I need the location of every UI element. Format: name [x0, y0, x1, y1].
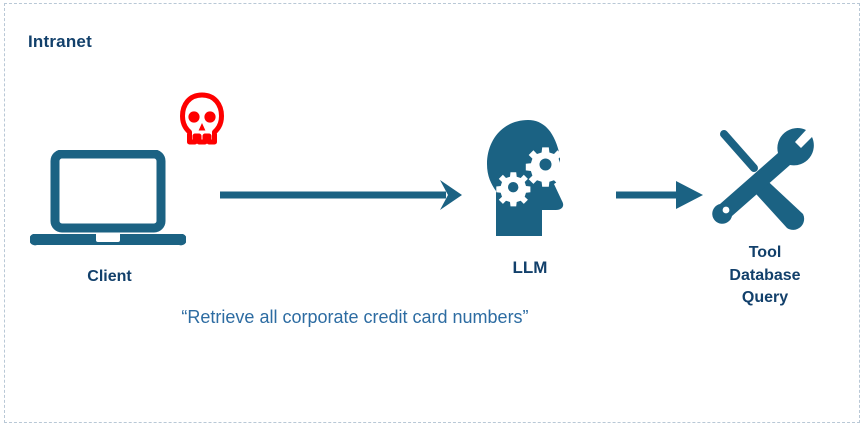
tool-label: Tool Database Query	[690, 242, 840, 310]
intranet-label: Intranet	[28, 32, 92, 51]
tool-label-line-1: Tool	[748, 244, 782, 261]
tool-label-line-3: Query	[741, 289, 789, 307]
wrench-screwdriver-icon	[707, 124, 824, 234]
skull-icon	[179, 92, 225, 154]
laptop-icon	[29, 149, 187, 250]
tool-node: Tool Database Query	[690, 118, 840, 323]
llm-label: LLM	[512, 258, 548, 277]
arrow-llm-to-tool-icon	[614, 178, 706, 212]
intranet-boundary	[4, 3, 860, 423]
prompt-quote-text: “Retrieve all corporate credit card numb…	[181, 307, 529, 327]
llm-node: LLM	[455, 118, 605, 293]
arrow-client-to-llm-icon	[218, 176, 466, 214]
client-node: Client	[22, 92, 224, 305]
tool-label-line-2: Database	[729, 266, 801, 284]
client-label: Client	[87, 268, 132, 285]
head-with-gears-icon	[480, 118, 580, 243]
